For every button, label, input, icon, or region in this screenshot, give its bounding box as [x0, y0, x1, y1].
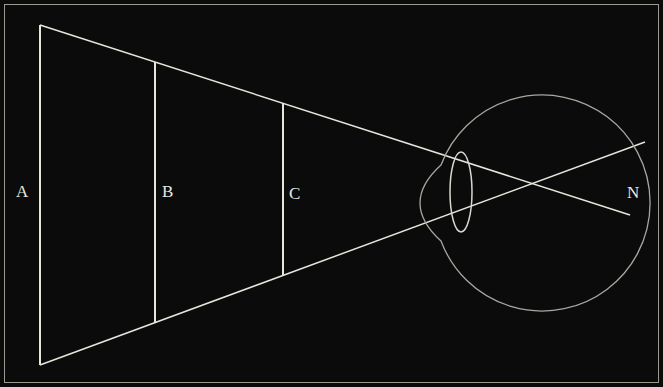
part-letter: N: [627, 184, 639, 201]
object-line-b: [154, 62, 156, 323]
frame-border: [5, 5, 659, 383]
eyeball-outline: [420, 95, 650, 311]
part-letter: B: [162, 183, 173, 200]
object-line-a: [39, 25, 41, 365]
lens-ellipse: [450, 152, 472, 232]
part-letter: A: [16, 183, 28, 200]
part-letter: C: [289, 185, 300, 202]
visual-ray-upper: [40, 25, 630, 215]
object-line-c: [282, 103, 284, 275]
visual-ray-lower: [40, 142, 645, 365]
